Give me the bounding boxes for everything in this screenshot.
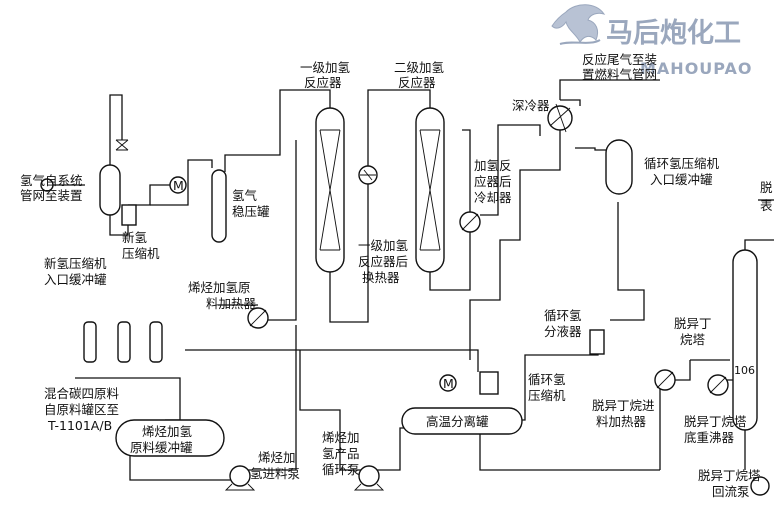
valve-icon [115, 139, 129, 151]
label-right-cut-2: 表 [760, 198, 773, 213]
label-new-h2-buffer: 新氢压缩机 入口缓冲罐 [44, 256, 111, 287]
labels: 氢气自系统 管网至装置 新氢压缩机 入口缓冲罐 新氢 压缩机 氢气 稳压罐 一级… [20, 52, 773, 499]
c4-filter-1 [83, 321, 97, 363]
h2-source-icon [40, 178, 54, 192]
label-deep-cooler: 深冷器 [512, 98, 550, 113]
h2-stab-tank [211, 169, 227, 243]
watermark: 马后炮化工 MAHOUPAO [551, 4, 753, 78]
label-reactor-cooler: 加氢反 应器后 冷却器 [474, 158, 516, 205]
label-product-pump: 烯烃加 氢产品 循环泵 [322, 430, 364, 477]
deiso-tower [732, 249, 758, 431]
recycle-compressor [479, 371, 499, 395]
feed-pump [229, 465, 251, 487]
label-h2-stab-tank: 氢气 稳压罐 [232, 188, 270, 219]
label-mixed-c4-feed: 混合碳四原料 自原料罐区至 T-1101A/B [44, 386, 123, 433]
label-feed-heater: 烯烃加氢原 料加热器 [188, 280, 257, 311]
label-hp-separator: 高温分离罐 [426, 414, 489, 429]
new-h2-buffer-vessel [99, 164, 121, 216]
label-reactor-1: 一级加氢 反应器 [300, 60, 354, 90]
label-recycle-separator: 循环氢 分液器 [544, 308, 586, 339]
recycle-buffer [605, 139, 633, 195]
new-h2-compressor [121, 204, 137, 226]
watermark-cn: 马后炮化工 [606, 17, 741, 49]
label-reactor-2: 二级加氢 反应器 [394, 60, 448, 90]
label-exchanger-after-r1: 一级加氢 反应器后 换热器 [358, 238, 412, 285]
label-deiso-reboiler: 脱异丁烷塔 底重沸器 [684, 414, 751, 445]
reflux-pump [750, 476, 770, 496]
piping [50, 79, 774, 481]
horse-logo-icon [551, 4, 606, 45]
svg-text:M: M [173, 178, 184, 193]
label-deiso-tower: 脱异丁 烷塔 [674, 316, 716, 347]
label-tower-number: 106 [734, 364, 755, 377]
label-tail-gas: 反应尾气至装 置燃料气管网 [582, 52, 661, 82]
svg-text:M: M [443, 376, 454, 391]
product-pump [358, 465, 380, 487]
motor-icon [169, 176, 187, 194]
feed-buffer [115, 419, 225, 457]
label-h2-from-system: 氢气自系统 管网至装置 [20, 173, 87, 203]
hp-separator [401, 407, 523, 435]
recycle-separator [589, 329, 605, 355]
label-recycle-buffer: 循环氢压缩机 入口缓冲罐 [644, 156, 723, 187]
label-reflux-pump: 脱异丁烷塔 回流泵 [698, 468, 765, 499]
equipment: M M [40, 103, 770, 496]
label-deiso-feed-heater: 脱异丁烷进 料加热器 [592, 398, 659, 429]
watermark-en: MAHOUPAO [640, 59, 753, 78]
label-recycle-compressor: 循环氢 压缩机 [528, 372, 570, 403]
label-new-h2-compressor: 新氢 压缩机 [122, 230, 160, 261]
c4-filter-2 [117, 321, 131, 363]
c4-filter-3 [149, 321, 163, 363]
label-feed-pump: 烯烃加 氢进料泵 [250, 450, 300, 481]
label-right-cut-1: 脱 [760, 180, 773, 195]
label-feed-buffer: 烯烃加氢 原料缓冲罐 [130, 424, 196, 455]
